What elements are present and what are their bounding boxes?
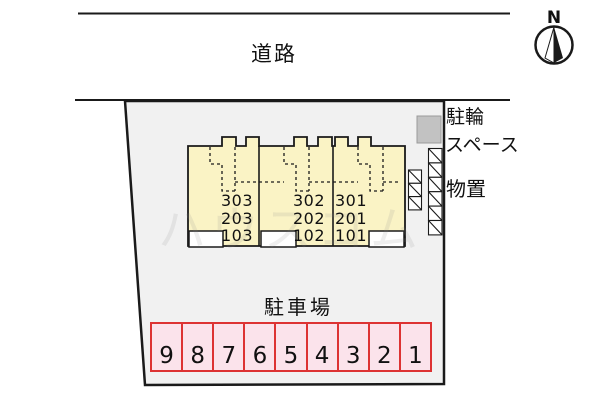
parking-space-number: 2 [377,343,392,369]
parking-space: 7 [212,324,244,370]
compass-north-label: N [546,8,562,28]
room-number-301: 301 [335,191,368,210]
room-number-202: 202 [293,209,326,228]
parking-space-number: 5 [283,343,299,369]
bicycle-space-label-line1: 駐輪 [446,106,485,128]
parking-space: 2 [367,324,399,370]
room-number-101: 101 [335,226,368,245]
parking-space: 6 [243,324,275,370]
parking-space: 9 [152,324,182,370]
parking-space-number: 6 [252,343,268,369]
room-number-201: 201 [335,209,368,228]
storage-units-left-column [407,169,423,211]
bicycle-space-label-line2: スペース [445,134,519,156]
stairwell-dashed-outlines [209,147,399,192]
parking-row: 9 8 7 6 5 4 3 2 1 [150,322,432,372]
road-label: 道路 [251,42,297,66]
parking-lot-label: 駐車場 [264,295,333,319]
room-number-302: 302 [293,191,326,210]
storage-units-right-column [427,147,443,236]
parking-space-number: 3 [345,343,361,369]
parking-space: 8 [181,324,213,370]
parking-space-number: 1 [408,343,423,369]
parking-space-number: 7 [221,343,237,369]
parking-space-number: 4 [314,343,330,369]
storage-label: 物置 [446,177,486,201]
parking-space: 1 [398,324,430,370]
room-number-103: 103 [221,226,254,245]
north-compass-icon [534,25,574,65]
room-number-102: 102 [293,226,326,245]
parking-space-number: 9 [159,343,174,369]
parking-space-number: 8 [190,343,205,369]
entrance-porches [188,230,405,248]
room-number-203: 203 [221,209,254,228]
room-number-303: 303 [221,191,254,210]
parking-space: 5 [274,324,306,370]
bicycle-space-pad [416,115,442,144]
parking-space: 4 [305,324,337,370]
parking-space: 3 [336,324,368,370]
